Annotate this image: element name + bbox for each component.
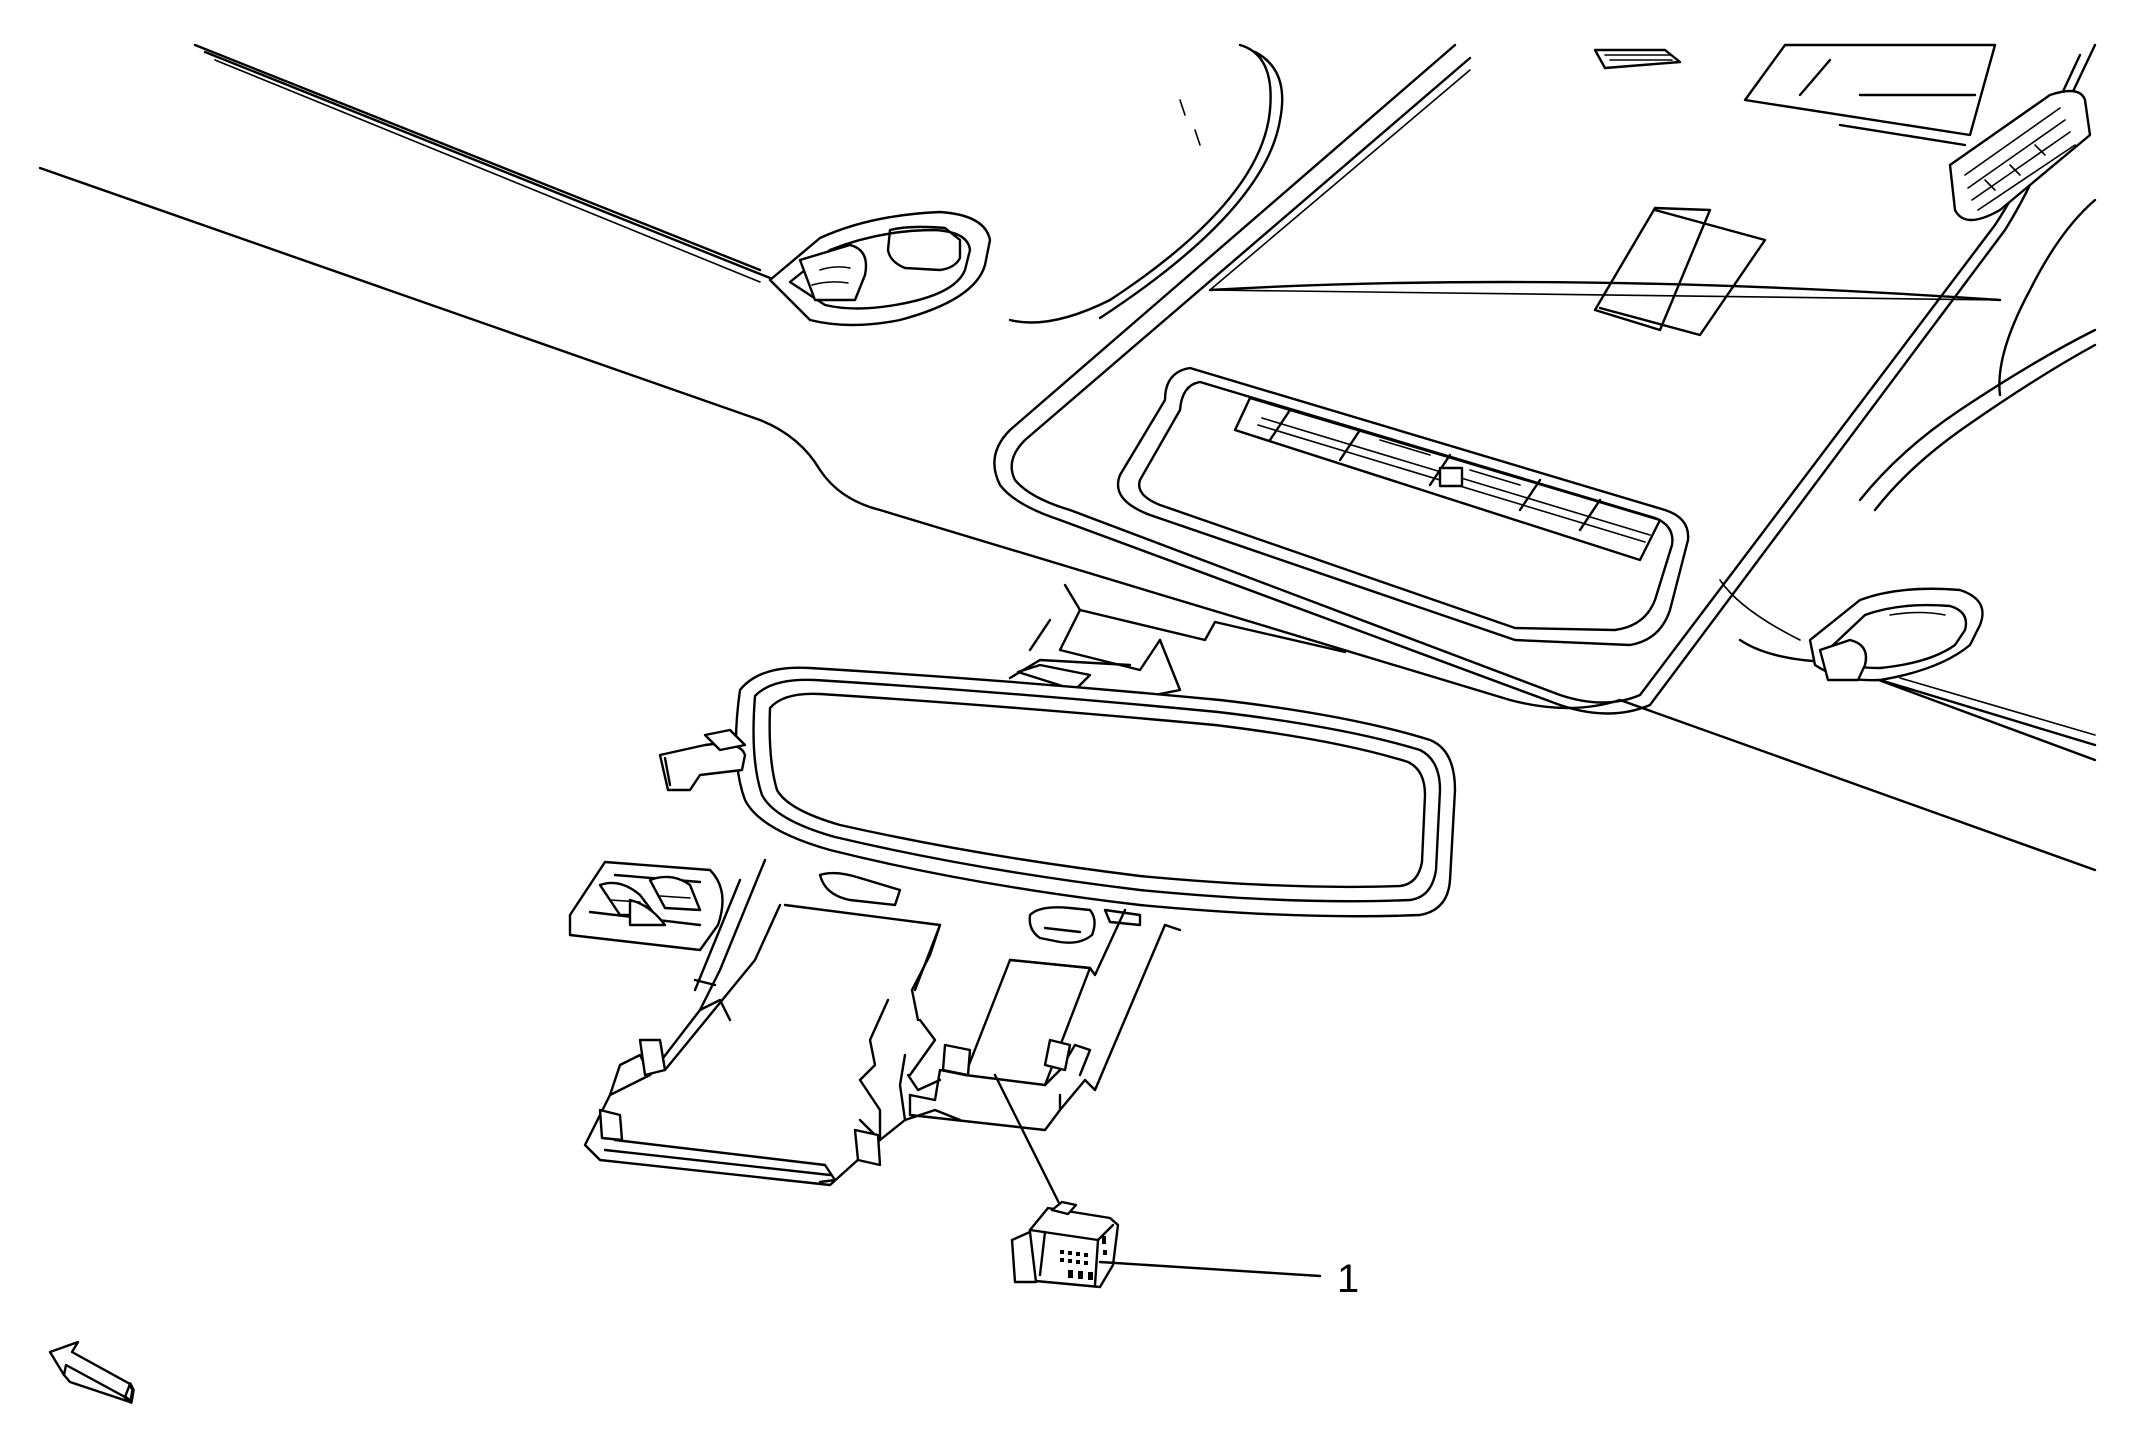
right-headliner — [1719, 198, 2097, 762]
sensor-bracket — [818, 871, 1142, 944]
mirror-mount-clip — [658, 728, 747, 792]
rearview-mirror — [734, 666, 1457, 918]
mirror-mount-base — [1008, 583, 1347, 702]
left-visor-clip — [768, 210, 992, 327]
overhead-console — [993, 43, 2097, 715]
camera-housing — [568, 860, 724, 952]
callout-label-1: 1 — [1337, 1257, 1359, 1301]
callout-line-1 — [1098, 1260, 1322, 1278]
headliner — [38, 43, 2097, 872]
mirror-bracket-outline — [583, 858, 1182, 1187]
leader-line-bracket — [993, 1073, 1062, 1207]
view-direction-arrow-icon — [48, 1340, 135, 1404]
connector — [1010, 1200, 1120, 1289]
